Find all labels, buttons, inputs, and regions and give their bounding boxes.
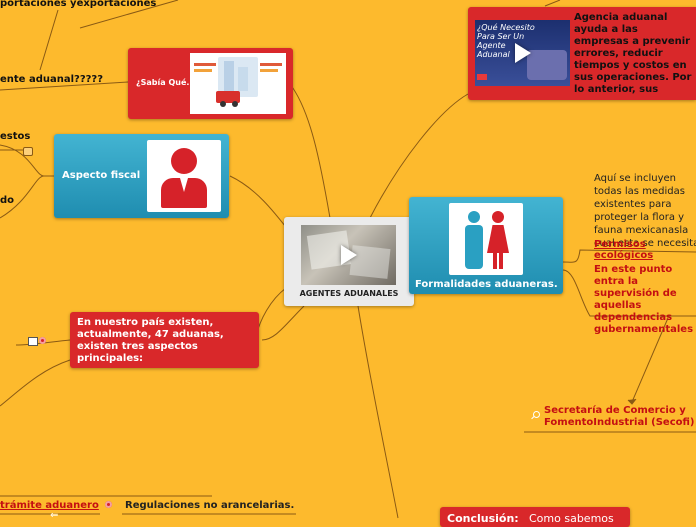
text-secretaria: Secretaría de Comercio y FomentoIndustri… xyxy=(544,405,695,428)
text-aqui-se-incluyen: Aquí se incluyen todas las medidas exist… xyxy=(594,173,696,249)
node-agencia[interactable]: ¿Qué Necesito Para Ser Un Agente Aduanal… xyxy=(468,7,696,100)
node-formalidades-label: Formalidades aduaneras. xyxy=(415,279,558,290)
center-video[interactable] xyxy=(301,225,396,285)
node-agencia-text: Agencia aduanal ayuda a las empresas a p… xyxy=(574,12,692,95)
marker-icon[interactable] xyxy=(105,501,112,508)
link-permisos-ecologicos[interactable]: Permisos ecológicos xyxy=(594,239,654,261)
back-arrow-icon[interactable]: ⇐ xyxy=(50,510,59,521)
agencia-video-caption: ¿Qué Necesito Para Ser Un Agente Aduanal xyxy=(477,23,535,59)
node-center-title: AGENTES ADUANALES xyxy=(299,289,399,298)
note-icon[interactable] xyxy=(23,147,33,156)
label-do: do xyxy=(0,195,15,206)
play-icon[interactable] xyxy=(340,245,357,265)
node-en-nuestro-pais[interactable]: En nuestro país existen, actualmente, 47… xyxy=(70,312,259,368)
magnifier-icon[interactable] xyxy=(531,411,540,420)
node-center[interactable]: AGENTES ADUANALES xyxy=(284,217,414,306)
node-conclusion-title: Conclusión: xyxy=(447,512,519,525)
agencia-video[interactable]: ¿Qué Necesito Para Ser Un Agente Aduanal xyxy=(475,20,570,86)
marker-icon[interactable] xyxy=(39,337,46,344)
label-regulaciones: Regulaciones no arancelarias. xyxy=(125,500,295,511)
node-aspecto-fiscal-label: Aspecto fiscal xyxy=(62,170,141,181)
node-en-nuestro-pais-text: En nuestro país existen, actualmente, 47… xyxy=(77,317,224,364)
play-icon[interactable] xyxy=(514,43,531,63)
note-icon[interactable] xyxy=(28,337,38,346)
label-portaciones: portaciones yexportaciones xyxy=(0,0,157,9)
node-conclusion[interactable]: Conclusión: Como sabemos xyxy=(440,507,630,527)
node-conclusion-text: Como sabemos xyxy=(529,512,614,525)
infographic-image xyxy=(190,53,286,114)
node-sabia-que-label: ¿Sabía Qué... xyxy=(136,78,196,87)
text-en-este-punto: En este punto entra la supervisión de aq… xyxy=(594,264,694,335)
node-sabia-que[interactable]: ¿Sabía Qué... xyxy=(128,48,293,119)
link-tramite-aduanero[interactable]: trámite aduanero xyxy=(0,500,99,511)
person-icon xyxy=(147,140,221,212)
label-impuestos: estos xyxy=(0,131,31,142)
couple-icon xyxy=(449,203,523,275)
label-agente-aduanal: ente aduanal????? xyxy=(0,74,104,85)
node-formalidades[interactable]: Formalidades aduaneras. xyxy=(409,197,563,294)
node-aspecto-fiscal[interactable]: Aspecto fiscal xyxy=(54,134,229,218)
